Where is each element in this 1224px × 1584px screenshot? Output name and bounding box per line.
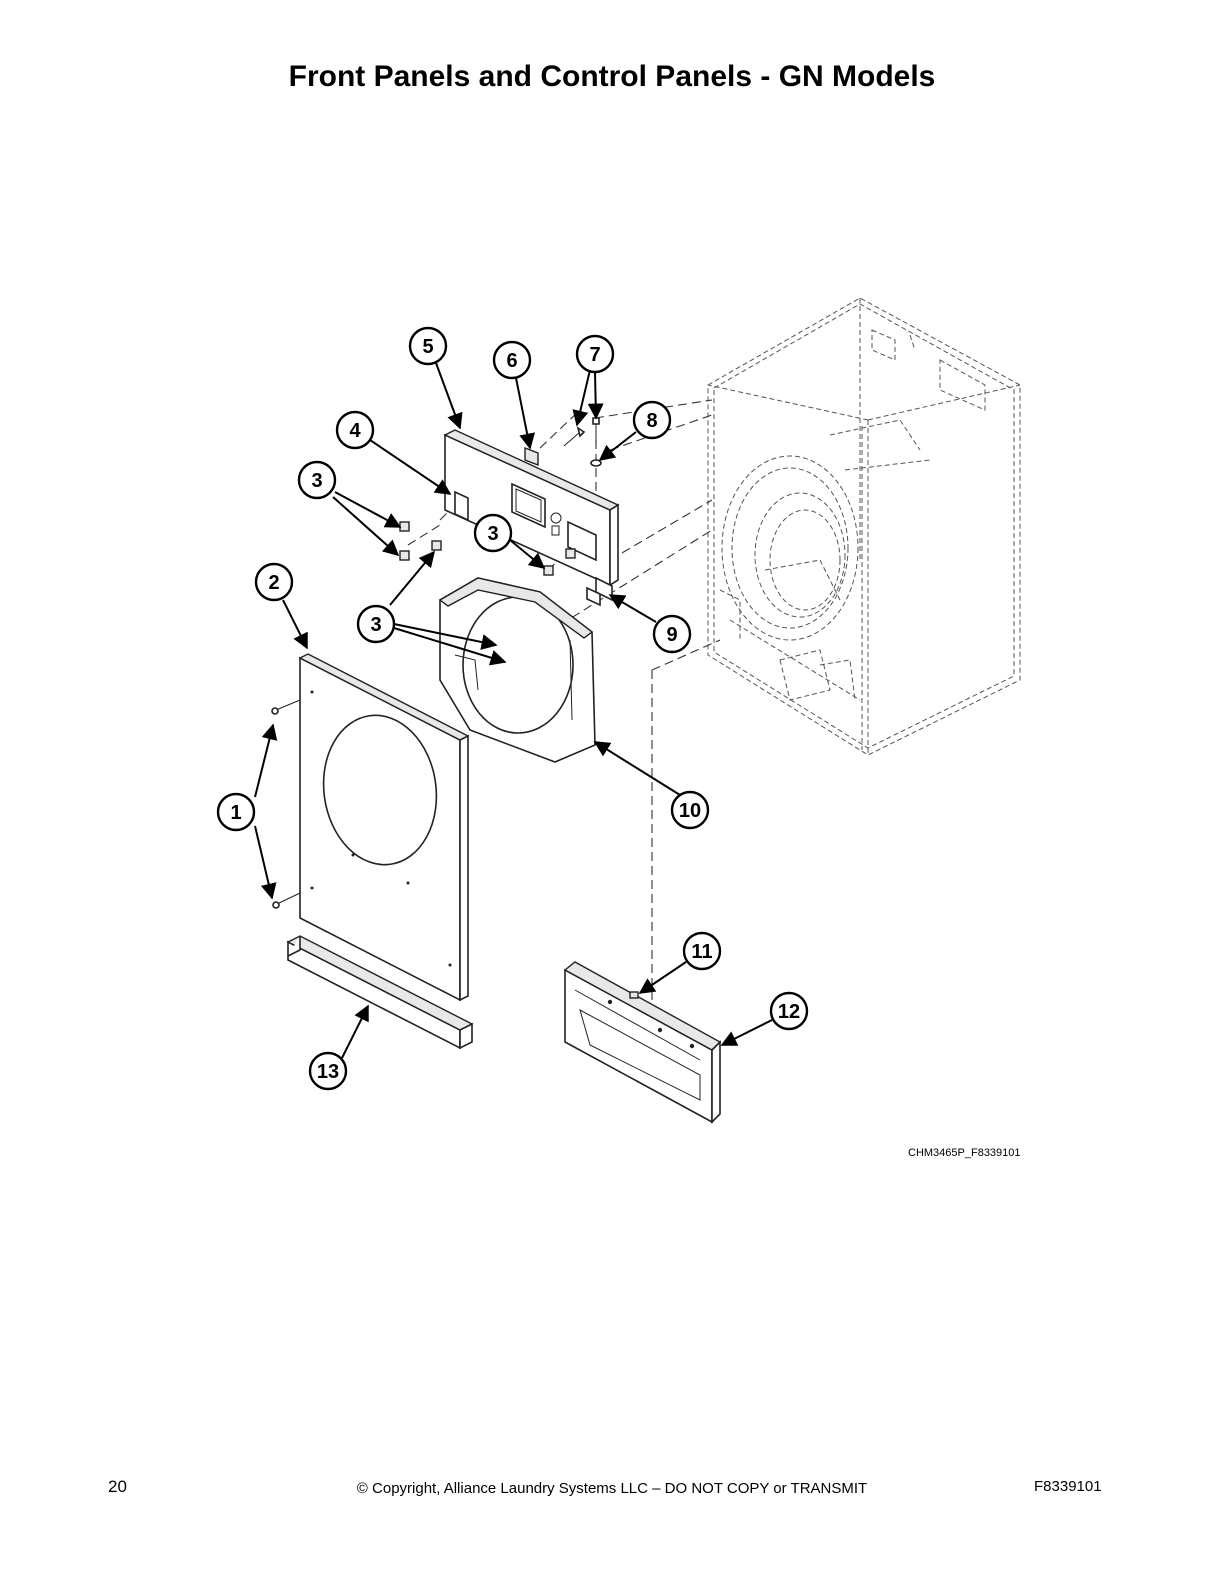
callout-12: 12 — [769, 991, 809, 1031]
lower-bracket-part-12 — [563, 961, 722, 1124]
callout-1-label: 1 — [230, 802, 241, 824]
callout-7: 7 — [575, 334, 615, 374]
screws-part-7 — [563, 417, 600, 447]
footer-copyright: © Copyright, Alliance Laundry Systems LL… — [356, 1480, 868, 1497]
callout-5: 5 — [408, 326, 448, 366]
callout-8-label: 8 — [646, 410, 657, 432]
callout-7-label: 7 — [589, 344, 600, 366]
leader-lines — [254, 362, 773, 1059]
footer-document-number: F8339101 — [1034, 1478, 1102, 1495]
callout-13: 13 — [308, 1051, 348, 1091]
callout-5-label: 5 — [422, 336, 433, 358]
callout-8: 8 — [632, 400, 672, 440]
callout-1: 1 — [216, 792, 256, 832]
callout-3c: 3 — [356, 604, 396, 644]
fastener-part-11 — [629, 991, 639, 999]
callout-3c-label: 3 — [370, 614, 381, 636]
washer-part-8 — [590, 459, 602, 467]
callout-6: 6 — [492, 340, 532, 380]
callout-12-label: 12 — [778, 1001, 800, 1023]
callout-3b: 3 — [473, 513, 513, 553]
callout-3a-label: 3 — [311, 470, 322, 492]
callout-4: 4 — [335, 410, 375, 450]
callout-11: 11 — [682, 931, 722, 971]
callout-4-label: 4 — [349, 420, 361, 442]
callout-10-label: 10 — [679, 800, 701, 822]
callout-2: 2 — [254, 562, 294, 602]
door-ring-part-10 — [438, 577, 596, 763]
clip-part-6 — [524, 446, 539, 467]
callout-10: 10 — [670, 790, 710, 830]
footer-page-number: 20 — [108, 1477, 127, 1496]
callout-13-label: 13 — [317, 1061, 339, 1083]
callout-11-label: 11 — [691, 941, 712, 963]
callout-3a: 3 — [297, 460, 337, 500]
callout-6-label: 6 — [506, 350, 517, 372]
callout-9: 9 — [652, 614, 692, 654]
screws-part-1 — [271, 699, 301, 909]
callout-2-label: 2 — [268, 572, 279, 594]
callout-3b-label: 3 — [487, 523, 498, 545]
front-panel-part-2 — [298, 653, 470, 1002]
kick-panel-part-13 — [286, 935, 474, 1050]
page-title: Front Panels and Control Panels - GN Mod… — [288, 60, 936, 93]
dryer-cabinet-phantom — [707, 297, 1021, 756]
drawing-id: CHM3465P_F8339101 — [908, 1147, 1021, 1159]
callout-9-label: 9 — [666, 624, 677, 646]
